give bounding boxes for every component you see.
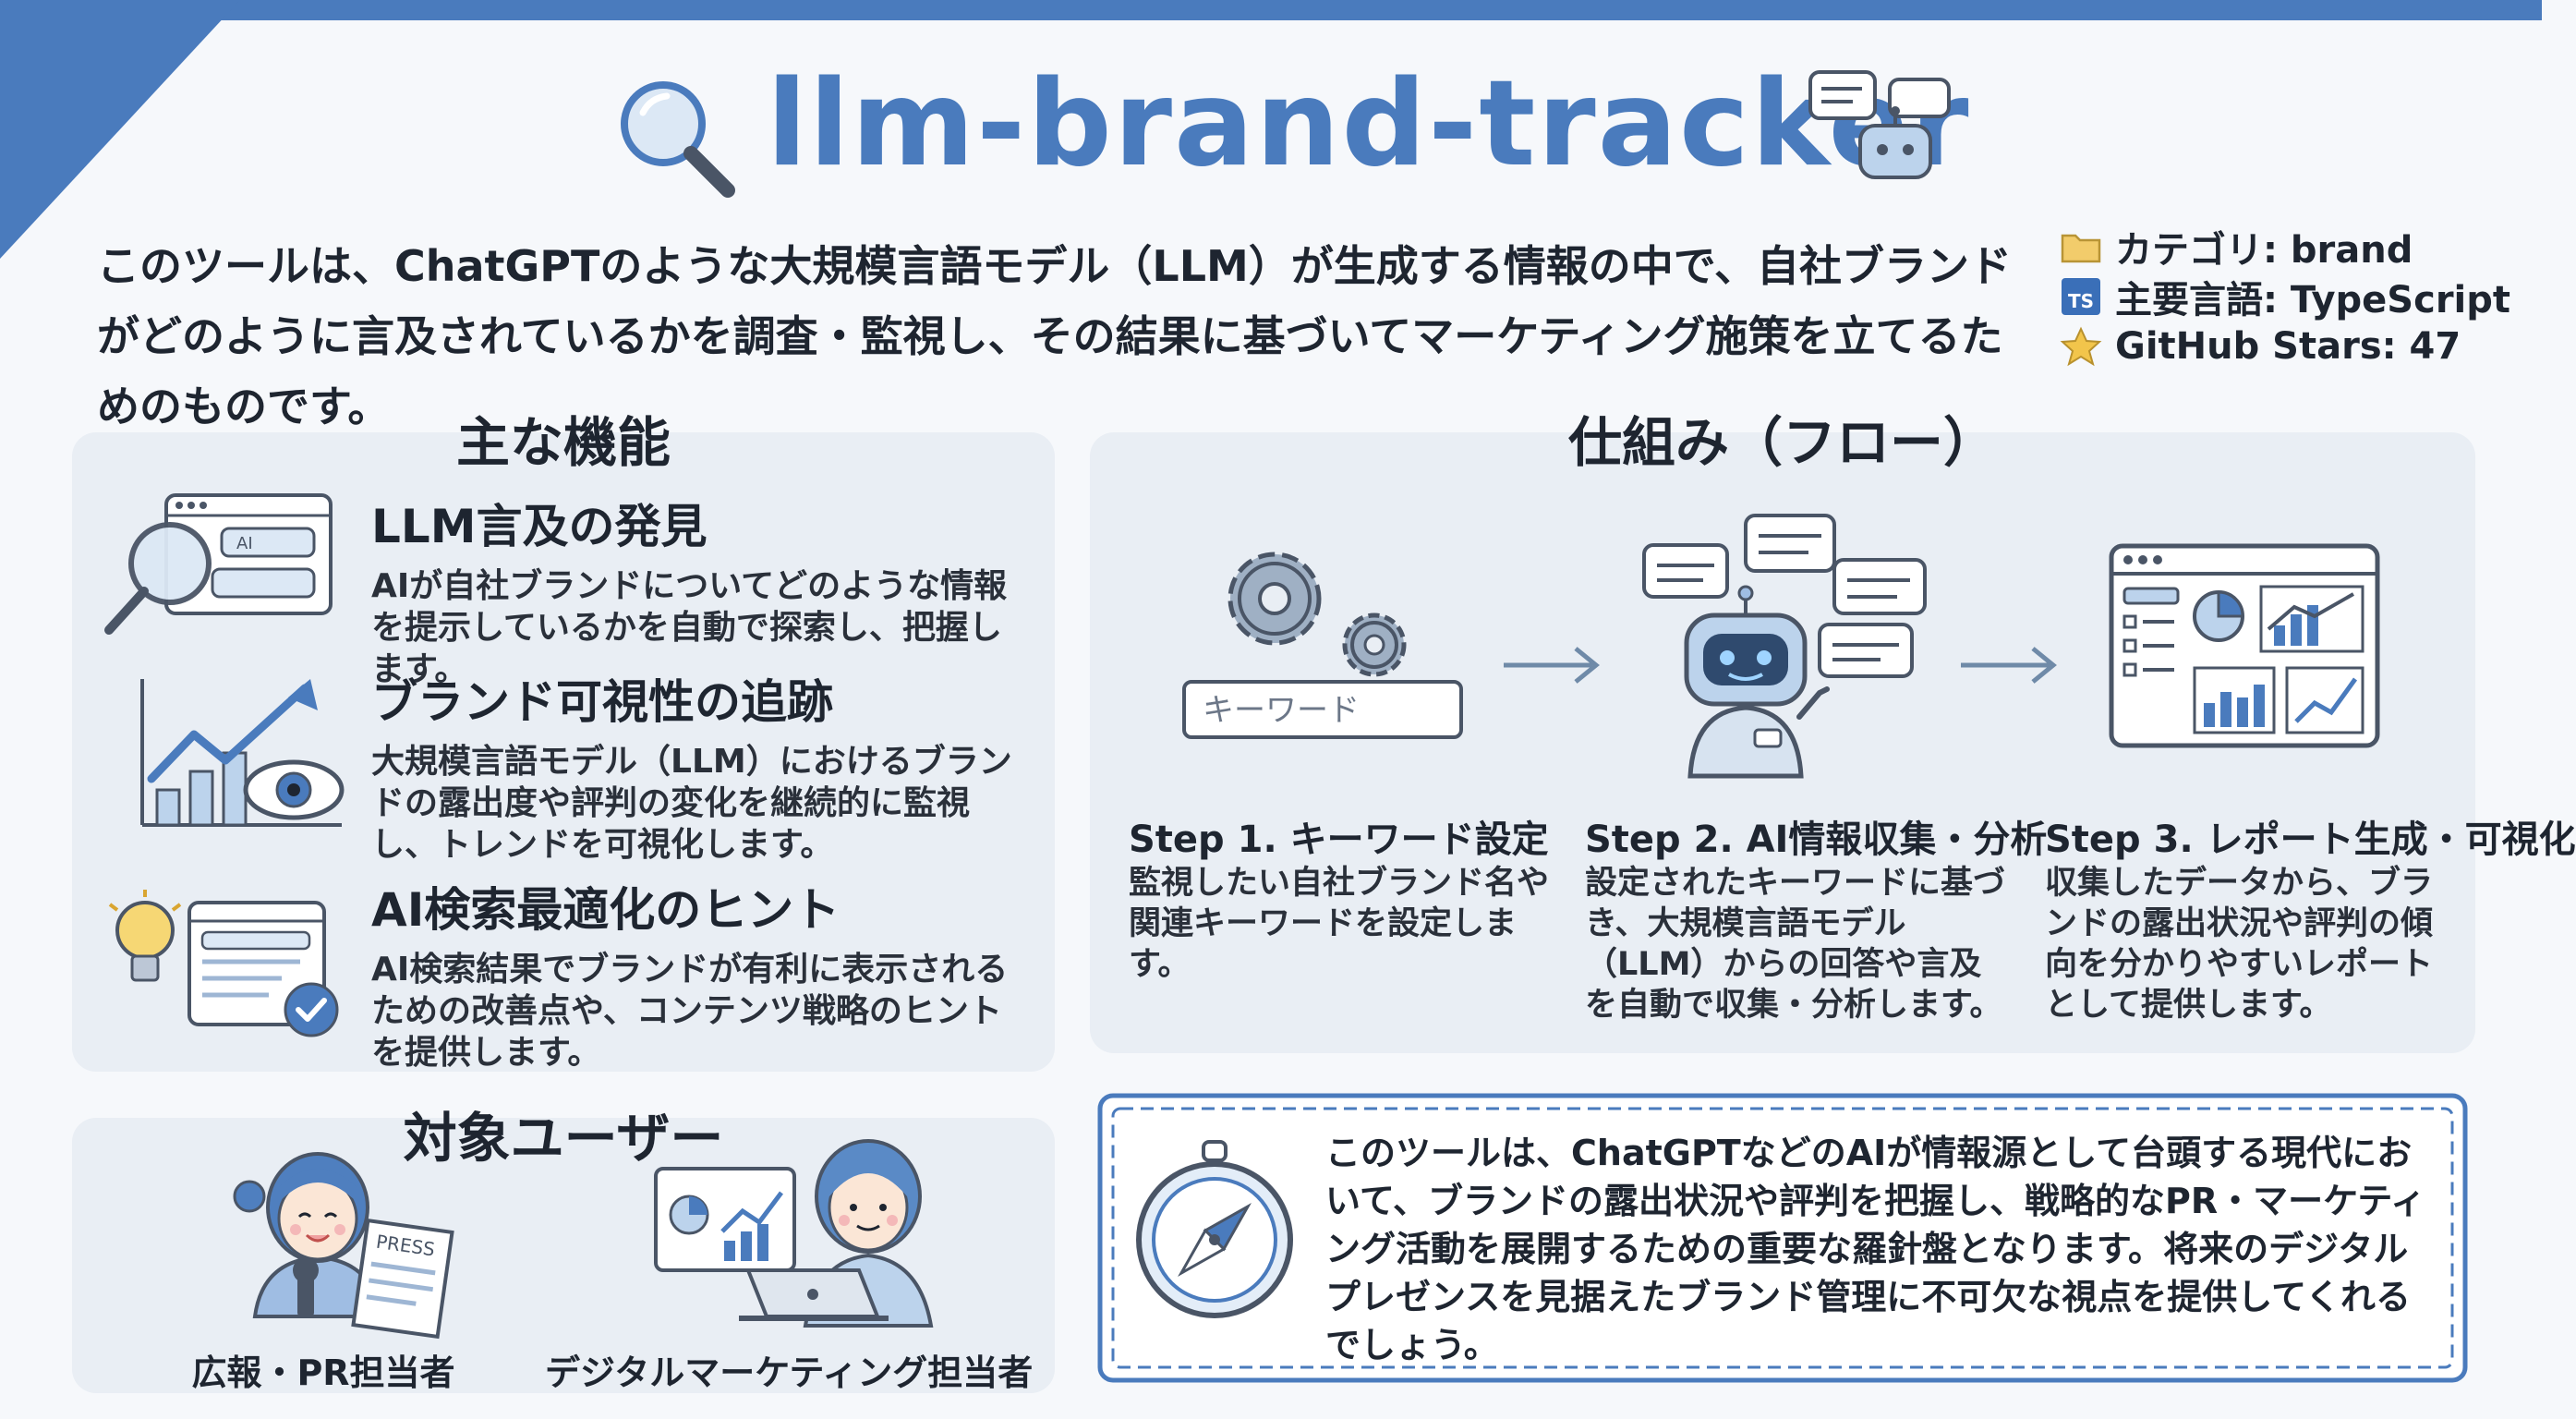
- robot-chat-icon: [1808, 70, 1951, 179]
- user-pr: 広報・PR担当者: [191, 1352, 455, 1393]
- meta-stars: GitHub Stars: 47: [2060, 321, 2510, 371]
- search-window-ai-label: AI: [236, 534, 253, 553]
- trend-eye-icon: [140, 679, 345, 827]
- meta-stars-text: GitHub Stars: 47: [2115, 325, 2461, 368]
- arrow-icon-2: [1961, 647, 2057, 684]
- step1-illustration: キーワード: [1182, 552, 1463, 739]
- feature-text: 大規模言語モデル（LLM）におけるブランドの露出度や評判の変化を継続的に監視し、…: [371, 743, 1012, 864]
- meta-category-text: カテゴリ: brand: [2115, 229, 2413, 272]
- typescript-badge: TS: [2068, 290, 2094, 312]
- corner-accent: [0, 0, 240, 259]
- typescript-icon: TS: [2062, 278, 2100, 315]
- feature-text: AIが自社ブランドについてどのような情報を提示しているかを自動で探索し、把握しま…: [371, 567, 1008, 688]
- star-icon: [2060, 326, 2102, 367]
- search-window-icon: AI: [104, 493, 333, 635]
- intro-text: このツールは、ChatGPTのような大規模言語モデル（LLM）が生成する情報の中…: [97, 241, 2012, 431]
- feature-visibility-tracking: ブランド可視性の追跡 大規模言語モデル（LLM）におけるブランドの露出度や評判の…: [371, 665, 1027, 866]
- folder-icon: [2061, 234, 2101, 263]
- feature-llm-discovery: LLM言及の発見 AIが自社ブランドについてどのような情報を提示しているかを自動…: [371, 490, 1027, 690]
- meta-language: TS 主要言語: TypeScript: [2060, 272, 2510, 321]
- top-accent-bar: [0, 0, 2542, 20]
- features-title: 主な機能: [455, 411, 671, 474]
- feature-title: AI検索最適化のヒント: [371, 883, 841, 937]
- feature-title: LLM言及の発見: [371, 500, 707, 553]
- feature-text: AI検索結果でブランドが有利に表示されるための改善点や、コンテンツ戦略のヒントを…: [371, 951, 1009, 1072]
- users-title: 対象ユーザー: [403, 1107, 724, 1170]
- feature-title: ブランド可視性の追跡: [371, 675, 833, 729]
- flow-title: 仕組み（フロー）: [1567, 411, 1997, 474]
- step3-title: Step 3. レポート生成・可視化: [2045, 819, 2576, 861]
- step2-illustration: [1642, 514, 1927, 779]
- summary-text: このツールは、ChatGPTなどのAIが情報源として台頭する現代において、ブラン…: [1325, 1133, 2426, 1365]
- step3-dashboard-illustration: [2109, 543, 2380, 748]
- step1-text: 監視したい自社ブランド名や関連キーワードを設定します。: [1129, 865, 1550, 983]
- step3-text: 収集したデータから、ブランドの露出状況や評判の傾向を分かりやすいレポートとして提…: [2045, 865, 2434, 1024]
- page-title: llm-brand-tracker: [767, 55, 1971, 193]
- meta-language-text: 主要言語: TypeScript: [2115, 279, 2511, 321]
- feature-ai-search-hints: AI検索最適化のヒント AI検索結果でブランドが有利に表示されるための改善点や、…: [371, 873, 1027, 1073]
- pr-person-illustration: PRESS: [233, 1152, 454, 1340]
- arrow-icon-1: [1504, 647, 1600, 684]
- magnifier-icon: [621, 81, 735, 198]
- repo-meta: カテゴリ: brand TS 主要言語: TypeScript GitHub S…: [2060, 222, 2510, 371]
- user-digital-marketer: デジタルマーケティング担当者: [545, 1352, 1034, 1393]
- step2-text: 設定されたキーワードに基づき、大規模言語モデル（LLM）からの回答や言及を自動で…: [1585, 865, 2006, 1024]
- small-gear-icon: [1342, 612, 1407, 677]
- step2-title: Step 2. AI情報収集・分析: [1585, 819, 2048, 861]
- keyword-input: キーワード: [1203, 692, 1360, 729]
- marketer-illustration: [654, 1139, 934, 1328]
- meta-category: カテゴリ: brand: [2060, 222, 2510, 272]
- gear-icon: [1228, 552, 1322, 646]
- compass-icon: [1136, 1140, 1293, 1318]
- lightbulb-check-icon: [108, 890, 339, 1037]
- step1-title: Step 1. キーワード設定: [1129, 819, 1549, 861]
- summary-frame: [1097, 1093, 2468, 1383]
